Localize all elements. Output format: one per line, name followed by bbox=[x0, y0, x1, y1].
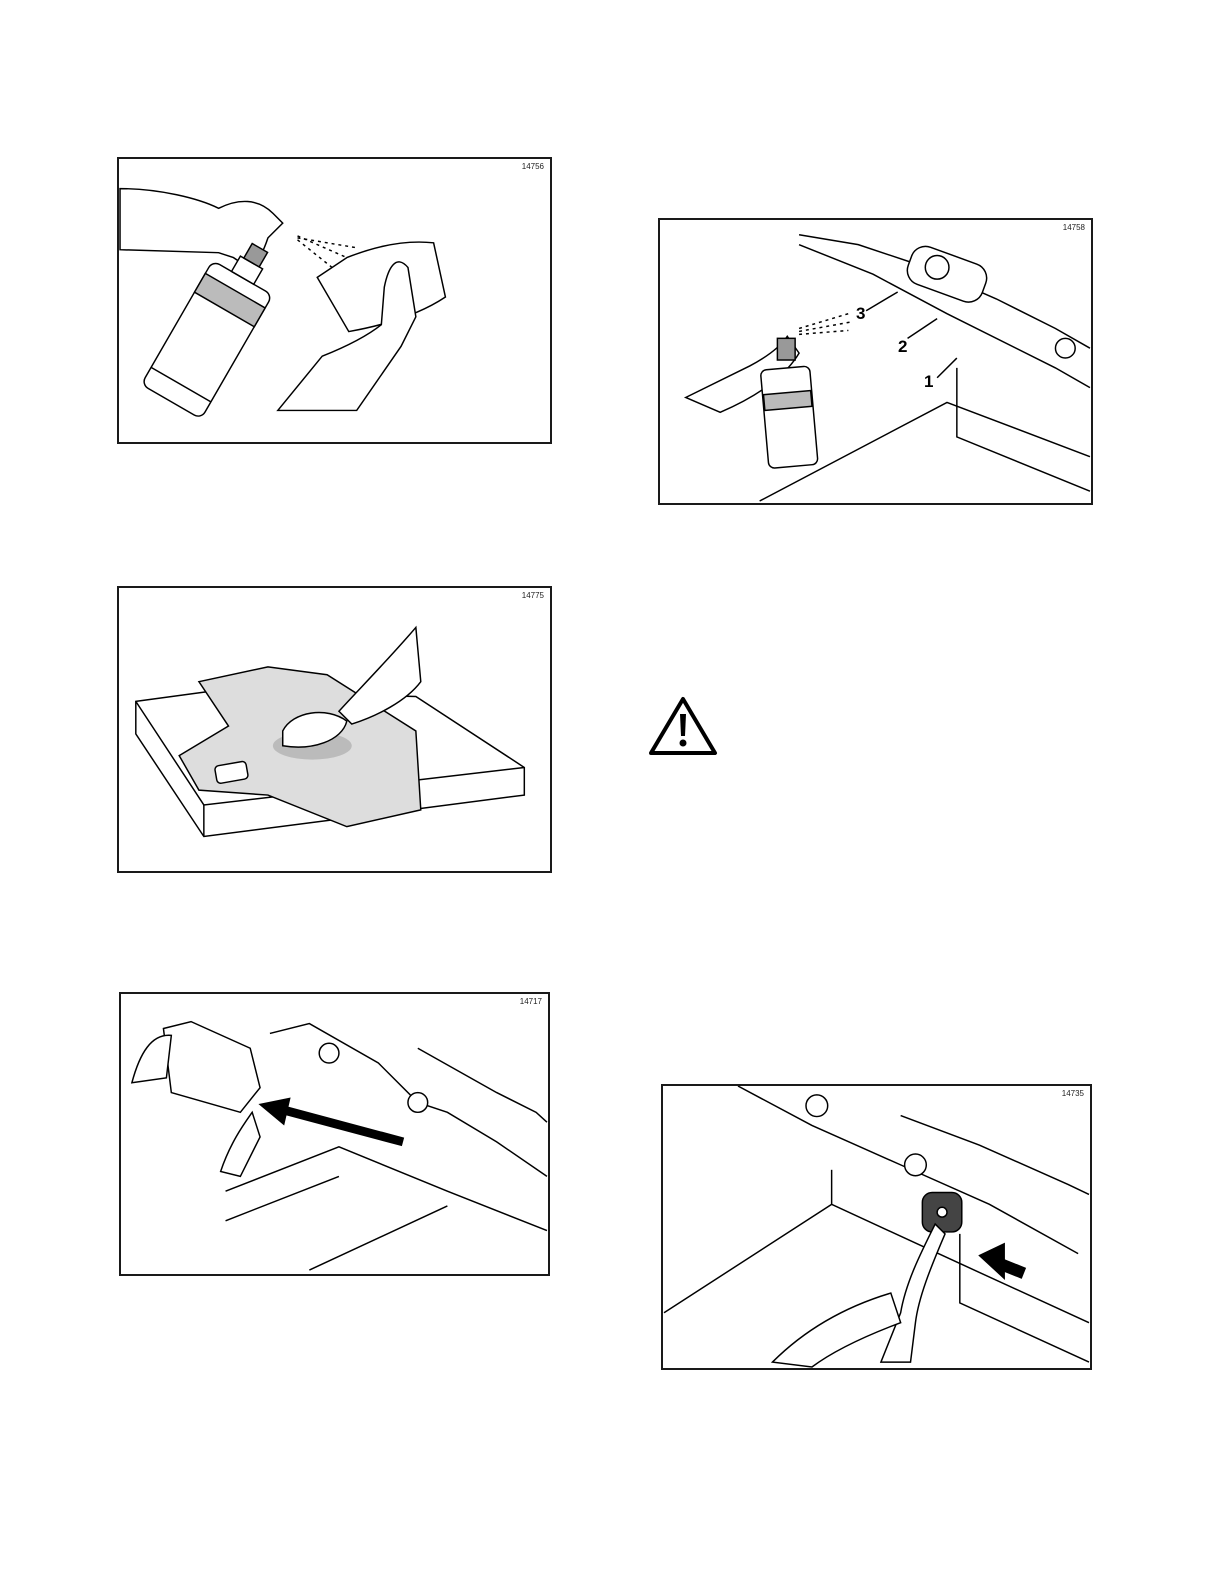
spray-rollers-illustration bbox=[660, 220, 1091, 503]
figure-clean-roller: 14735 bbox=[661, 1084, 1092, 1370]
callout-3: 3 bbox=[856, 304, 865, 324]
wipe-tray-illustration bbox=[119, 588, 550, 871]
callout-1: 1 bbox=[924, 372, 933, 392]
figure-spray-rollers: 14758 3 2 1 bbox=[658, 218, 1093, 505]
warning-triangle-icon bbox=[648, 696, 718, 756]
figure-remove-cover: 14717 bbox=[119, 992, 550, 1276]
callout-2: 2 bbox=[898, 337, 907, 357]
spray-bottle-illustration bbox=[119, 159, 550, 442]
figure-wipe-tray: 14775 bbox=[117, 586, 552, 873]
remove-cover-illustration bbox=[121, 994, 548, 1274]
figure-spray-cloth: 14756 bbox=[117, 157, 552, 444]
clean-roller-illustration bbox=[663, 1086, 1090, 1368]
